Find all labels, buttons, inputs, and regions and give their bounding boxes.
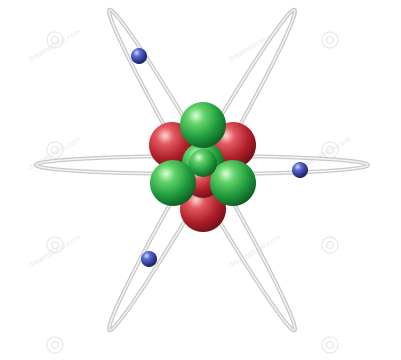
electron: [292, 162, 308, 178]
neutron: [180, 102, 226, 148]
neutron: [210, 160, 256, 206]
electrons: [131, 48, 308, 267]
watermark-logo-icon: [46, 31, 339, 354]
nucleus: [149, 102, 256, 232]
electron: [141, 251, 157, 267]
neutron: [189, 149, 217, 177]
proton: [180, 186, 226, 232]
neutron: [150, 160, 196, 206]
electron: [131, 48, 147, 64]
